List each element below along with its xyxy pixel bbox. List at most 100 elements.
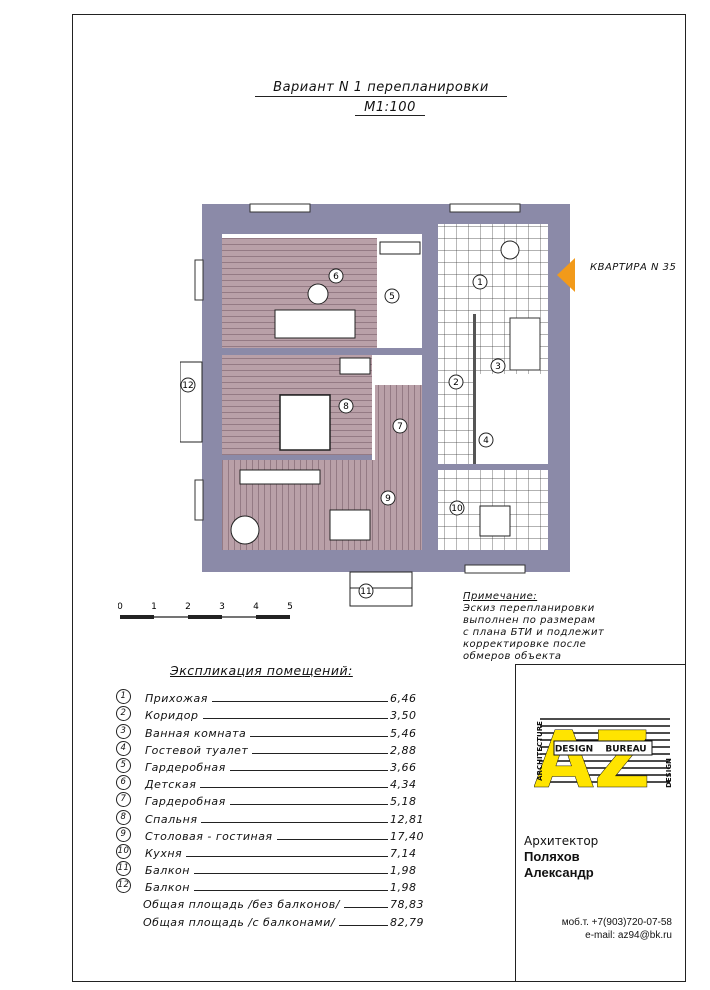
architect-surname: Поляхов [524, 849, 580, 864]
room-marker-10: 10 [451, 504, 463, 514]
scale-tick-0: 0 [118, 602, 123, 612]
logo-word-design: DESIGN [555, 745, 593, 755]
legend-row: 10 Кухня 7,14 [116, 843, 416, 860]
room-marker-7: 7 [397, 422, 403, 432]
legend-row: 5 Гардеробная 3,66 [116, 757, 416, 774]
note-line: выполнен по размерам [463, 615, 596, 626]
total-area: 82,79 [390, 915, 424, 929]
note-line: Эскиз перепланировки [463, 603, 595, 614]
legend-row: 4 Гостевой туалет 2,88 [116, 740, 416, 757]
room-area: 2,88 [390, 743, 417, 757]
room-marker-9: 9 [385, 494, 391, 504]
room-name: Спальня [145, 812, 198, 826]
room-area: 7,14 [390, 846, 417, 860]
total-name: Общая площадь /без балконов/ [143, 898, 340, 912]
total-area: 78,83 [390, 898, 424, 912]
legend-title: Экспликация помещений: [170, 663, 353, 678]
plan-note: Примечание: Эскиз перепланировки выполне… [463, 591, 663, 663]
legend-row: 8 Спальня 12,81 [116, 808, 424, 826]
room-area: 4,34 [390, 778, 417, 792]
logo-word-design-vertical: DESIGN [665, 758, 673, 788]
room-number: 2 [116, 706, 131, 722]
room-number: 11 [116, 861, 131, 877]
email-text[interactable]: e-mail: az94@bk.ru [585, 930, 672, 941]
logo-word-bureau: BUREAU [605, 745, 646, 755]
room-name: Балкон [145, 881, 190, 895]
room-number: 8 [116, 809, 131, 825]
room-name: Столовая - гостиная [145, 829, 273, 843]
scale-tick-4: 4 [253, 602, 259, 612]
scale-tick-3: 3 [219, 602, 225, 612]
room-name: Гардеробная [145, 760, 226, 774]
legend-row: 7 Гардеробная 5,18 [116, 791, 416, 808]
room-name: Коридор [145, 709, 199, 723]
room-area: 3,50 [390, 709, 417, 723]
room-marker-1: 1 [477, 278, 483, 288]
room-number: 9 [116, 826, 131, 842]
sheet-border [72, 14, 686, 982]
room-number: 12 [116, 878, 131, 894]
room-marker-11: 11 [360, 587, 371, 597]
total-name: Общая площадь /с балконами/ [143, 915, 336, 929]
phone-text: моб.т. +7(903)720-07-58 [561, 917, 672, 928]
scale-tick-2: 2 [185, 602, 191, 612]
room-name: Балкон [145, 864, 190, 878]
room-marker-2: 2 [453, 378, 459, 388]
room-1-floor [438, 224, 548, 314]
legend-row: 12 Балкон 1,98 [116, 877, 416, 894]
legend-total-row: Общая площадь /без балконов/78,83 [116, 894, 424, 912]
floor-plan: 1 2 3 4 5 6 7 8 9 10 11 12 [180, 203, 570, 607]
room-name: Кухня [145, 846, 183, 860]
room-marker-6: 6 [333, 272, 339, 282]
room-area: 1,98 [390, 881, 417, 895]
room-name: Прихожая [145, 692, 208, 706]
note-title: Примечание: [463, 591, 538, 602]
room-area: 12,81 [390, 812, 424, 826]
room-area: 3,66 [390, 760, 417, 774]
apartment-label: КВАРТИРА N 35 [590, 262, 677, 273]
room-marker-12: 12 [182, 381, 193, 391]
room-name: Гардеробная [145, 795, 226, 809]
legend-row: 9 Столовая - гостиная 17,40 [116, 826, 424, 843]
title-block [515, 664, 686, 982]
architect-role: Архитектор [524, 834, 599, 848]
contact-info: моб.т. +7(903)720-07-58 e-mail: az94@bk.… [530, 916, 672, 942]
note-line: корректировке после [463, 639, 587, 650]
room-number: 10 [116, 843, 131, 859]
room-marker-4: 4 [483, 436, 489, 446]
scale-tick-1: 1 [151, 602, 157, 612]
az-logo: AZ DESIGN BUREAU ARCHITECTURE DESIGN [534, 716, 673, 793]
room-marker-3: 3 [495, 362, 501, 372]
room-area: 5,46 [390, 726, 417, 740]
scale-bar: 0 1 2 3 4 5 [118, 602, 293, 619]
legend-row: 11 Балкон 1,98 [116, 860, 416, 877]
room-area: 1,98 [390, 864, 417, 878]
room-marker-8: 8 [343, 402, 349, 412]
room-number: 4 [116, 740, 131, 756]
entrance-arrow-icon [557, 258, 575, 292]
room-area: 17,40 [390, 829, 424, 843]
room-area: 5,18 [390, 795, 417, 809]
legend-row: 3 Ванная комната 5,46 [116, 722, 417, 740]
balcony-12 [180, 361, 203, 443]
page-title: Вариант N 1 перепланировки [255, 80, 507, 97]
architect-info: Архитектор Поляхов Александр [524, 833, 598, 881]
room-number: 3 [116, 723, 131, 739]
room-name: Гостевой туалет [145, 743, 249, 757]
room-name: Ванная комната [145, 726, 247, 740]
note-line: обмеров объекта [463, 651, 562, 662]
room-number: 5 [116, 757, 131, 773]
room-name: Детская [145, 778, 197, 792]
note-line: с плана БТИ и подлежит [463, 627, 605, 638]
legend-row: 2 Коридор 3,50 [116, 705, 416, 722]
scale-tick-5: 5 [287, 602, 293, 612]
room-area: 6,46 [390, 692, 417, 706]
room-number: 7 [116, 792, 131, 808]
drawing-scale: М1:100 [355, 100, 425, 116]
architect-first-name: Александр [524, 865, 594, 880]
legend-row: 6 Детская 4,34 [116, 774, 416, 791]
logo-word-architecture: ARCHITECTURE [536, 721, 544, 781]
room-number: 6 [116, 775, 131, 791]
